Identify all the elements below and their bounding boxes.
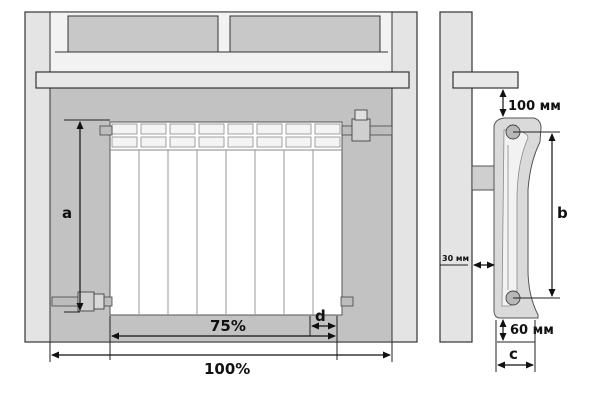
window-pane-left [67, 15, 219, 53]
dimension-b: b [513, 131, 568, 299]
dimension-a: a [62, 119, 110, 313]
dimension-window-width: 100% [49, 342, 393, 378]
pipe-bottom-right [340, 296, 354, 307]
dimension-c: c [495, 320, 536, 372]
side-view: 100 мм b 30 мм 60 мм c [439, 11, 568, 372]
label-b: b [557, 204, 568, 222]
front-view: a d 75% 100% [24, 11, 418, 378]
label-30-mm: 30 мм [442, 254, 469, 263]
label-100-mm: 100 мм [508, 99, 561, 114]
valve-top-right [341, 109, 393, 142]
label-c: c [509, 345, 518, 363]
dimension-radiator-width: 75% [109, 316, 338, 360]
side-wall [439, 11, 473, 343]
label-a: a [62, 204, 72, 222]
window-sill [35, 71, 410, 89]
dimension-bottom-gap: 60 мм [497, 319, 554, 343]
window-pane-right [229, 15, 381, 53]
label-75-percent: 75% [210, 317, 246, 335]
label-100-percent: 100% [204, 360, 250, 378]
radiator-side-profile [493, 117, 542, 319]
pipe-top-left [99, 125, 113, 136]
dimension-wall-gap: 30 мм [440, 254, 495, 269]
dimension-top-gap: 100 мм [499, 89, 561, 117]
radiator-front [109, 121, 343, 316]
side-window-sill [452, 71, 519, 89]
label-d: d [315, 307, 326, 325]
label-60-mm: 60 мм [510, 323, 554, 338]
